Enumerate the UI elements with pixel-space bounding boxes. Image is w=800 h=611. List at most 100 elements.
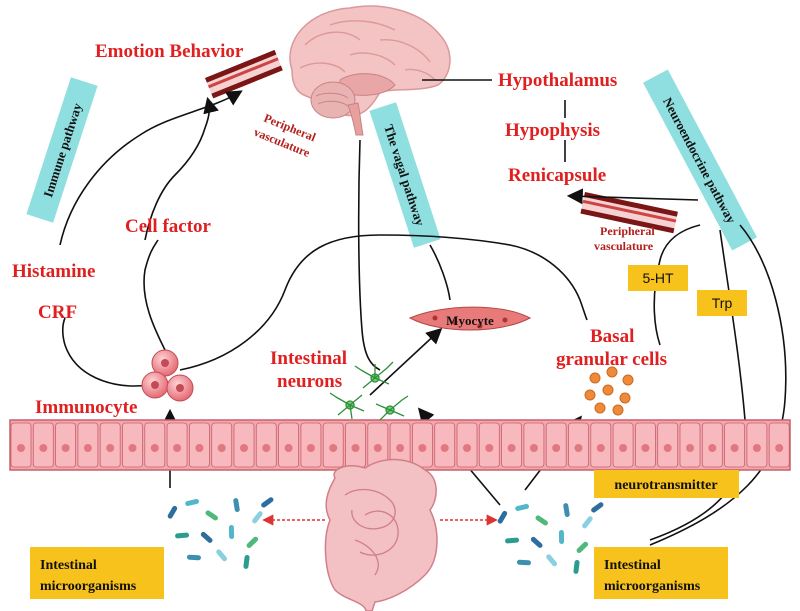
cell-nucleus: [351, 444, 360, 452]
cell-nucleus: [440, 444, 449, 452]
cell-nucleus: [217, 444, 226, 452]
cell-nucleus: [262, 444, 271, 452]
microbe: [535, 515, 548, 526]
cell-nucleus: [396, 444, 405, 452]
cell-nucleus: [418, 444, 427, 452]
cell-nucleus: [485, 444, 494, 452]
peripheral-vessel-right: [580, 192, 678, 234]
cell-nucleus: [596, 444, 605, 452]
neurotransmitter-box: neurotransmitter: [594, 470, 739, 498]
cell-nucleus: [39, 444, 48, 452]
cell-nucleus: [173, 444, 182, 452]
peripheral-vessel-top: [205, 49, 283, 99]
cell-nucleus: [752, 444, 761, 452]
cell-nucleus: [507, 444, 516, 452]
cell-nucleus: [306, 444, 315, 452]
cell-nucleus: [730, 444, 739, 452]
crf-label: CRF: [38, 302, 77, 323]
basal-granular-cells-label-1: Basal: [590, 326, 634, 347]
microbe: [497, 510, 508, 524]
cell-nucleus: [195, 444, 204, 452]
renicapsule-label: Renicapsule: [508, 165, 606, 186]
microbe: [246, 536, 259, 548]
intestinal-neurons-label-1: Intestinal: [270, 348, 347, 369]
five-ht-box: 5-HT: [628, 265, 688, 291]
cell-nucleus: [373, 444, 382, 452]
svg-text:5-HT: 5-HT: [642, 270, 674, 286]
cell-nucleus: [128, 444, 137, 452]
microbe: [261, 497, 274, 508]
emotion-behavior-label: Emotion Behavior: [95, 41, 244, 62]
cell-nucleus: [775, 444, 784, 452]
microbe: [216, 549, 228, 562]
immunocyte-cluster: [141, 349, 194, 402]
microbe: [205, 510, 218, 521]
intestinal-neurons-label-2: neurons: [277, 371, 342, 392]
cell-nucleus: [61, 444, 70, 452]
cell-nucleus: [619, 444, 628, 452]
brain-illustration: [289, 5, 451, 136]
svg-text:neurotransmitter: neurotransmitter: [614, 478, 717, 493]
cell-nucleus: [552, 444, 561, 452]
immunocyte-label: Immunocyte: [35, 397, 137, 418]
microbes-right: [497, 502, 604, 574]
hypophysis-label: Hypophysis: [505, 120, 600, 141]
microbe: [573, 559, 580, 574]
cell-nucleus: [574, 444, 583, 452]
microbe: [546, 554, 558, 567]
microbe: [252, 511, 263, 524]
hypothalamus-label: Hypothalamus: [498, 70, 617, 91]
immune-pathway-label: Immune pathway: [26, 77, 98, 223]
microbe: [175, 532, 190, 539]
microbe: [515, 503, 529, 511]
myocyte-label: Myocyte: [446, 313, 494, 328]
intestinal-microorganisms-box-right: Intestinal microorganisms: [594, 547, 728, 599]
trp-box: Trp: [697, 290, 747, 316]
microbe: [228, 525, 235, 540]
svg-text:Trp: Trp: [712, 295, 733, 311]
cell-nucleus: [686, 444, 694, 452]
microbe: [505, 537, 520, 544]
microbe: [186, 554, 201, 561]
svg-text:Intestinal: Intestinal: [40, 558, 97, 573]
microbe: [563, 503, 570, 518]
myocyte-cell: [408, 306, 532, 331]
microbe: [576, 541, 589, 553]
svg-text:Intestinal: Intestinal: [604, 558, 661, 573]
cell-nucleus: [240, 444, 248, 452]
svg-text:microorganisms: microorganisms: [40, 579, 137, 594]
microbe: [243, 554, 250, 569]
histamine-label: Histamine: [12, 261, 95, 282]
cell-nucleus: [463, 444, 471, 452]
cell-nucleus: [150, 444, 159, 452]
microbe: [200, 531, 213, 543]
svg-text:Neuroendocrine pathway: Neuroendocrine pathway: [660, 95, 739, 226]
cell-nucleus: [708, 444, 717, 452]
microbe: [591, 502, 604, 513]
cell-nucleus: [83, 444, 92, 452]
microbe: [558, 530, 565, 545]
vagal-pathway-label: The vagal pathway: [369, 102, 441, 248]
microbe: [530, 536, 543, 548]
cell-nucleus: [529, 444, 538, 452]
granule-cluster: [584, 366, 634, 416]
microbe: [233, 498, 240, 513]
cell-nucleus: [17, 444, 25, 452]
cell-nucleus: [284, 444, 293, 452]
peripheral-vasculature-label-right-2: vasculature: [594, 239, 654, 253]
microbes-left: [167, 497, 274, 569]
microbe: [185, 498, 199, 506]
cell-nucleus: [641, 444, 650, 452]
peripheral-vasculature-label-right-1: Peripheral: [600, 224, 655, 238]
microbe: [516, 559, 531, 566]
microbe: [582, 516, 593, 529]
intestinal-epithelium: [9, 419, 791, 471]
cell-nucleus: [663, 444, 672, 452]
intestine-illustration: [324, 458, 438, 611]
cell-nucleus: [106, 444, 115, 452]
intestinal-microorganisms-box-left: Intestinal microorganisms: [30, 547, 164, 599]
enteric-neurons: [329, 361, 409, 421]
svg-text:microorganisms: microorganisms: [604, 579, 701, 594]
cell-factor-label: Cell factor: [125, 216, 212, 237]
